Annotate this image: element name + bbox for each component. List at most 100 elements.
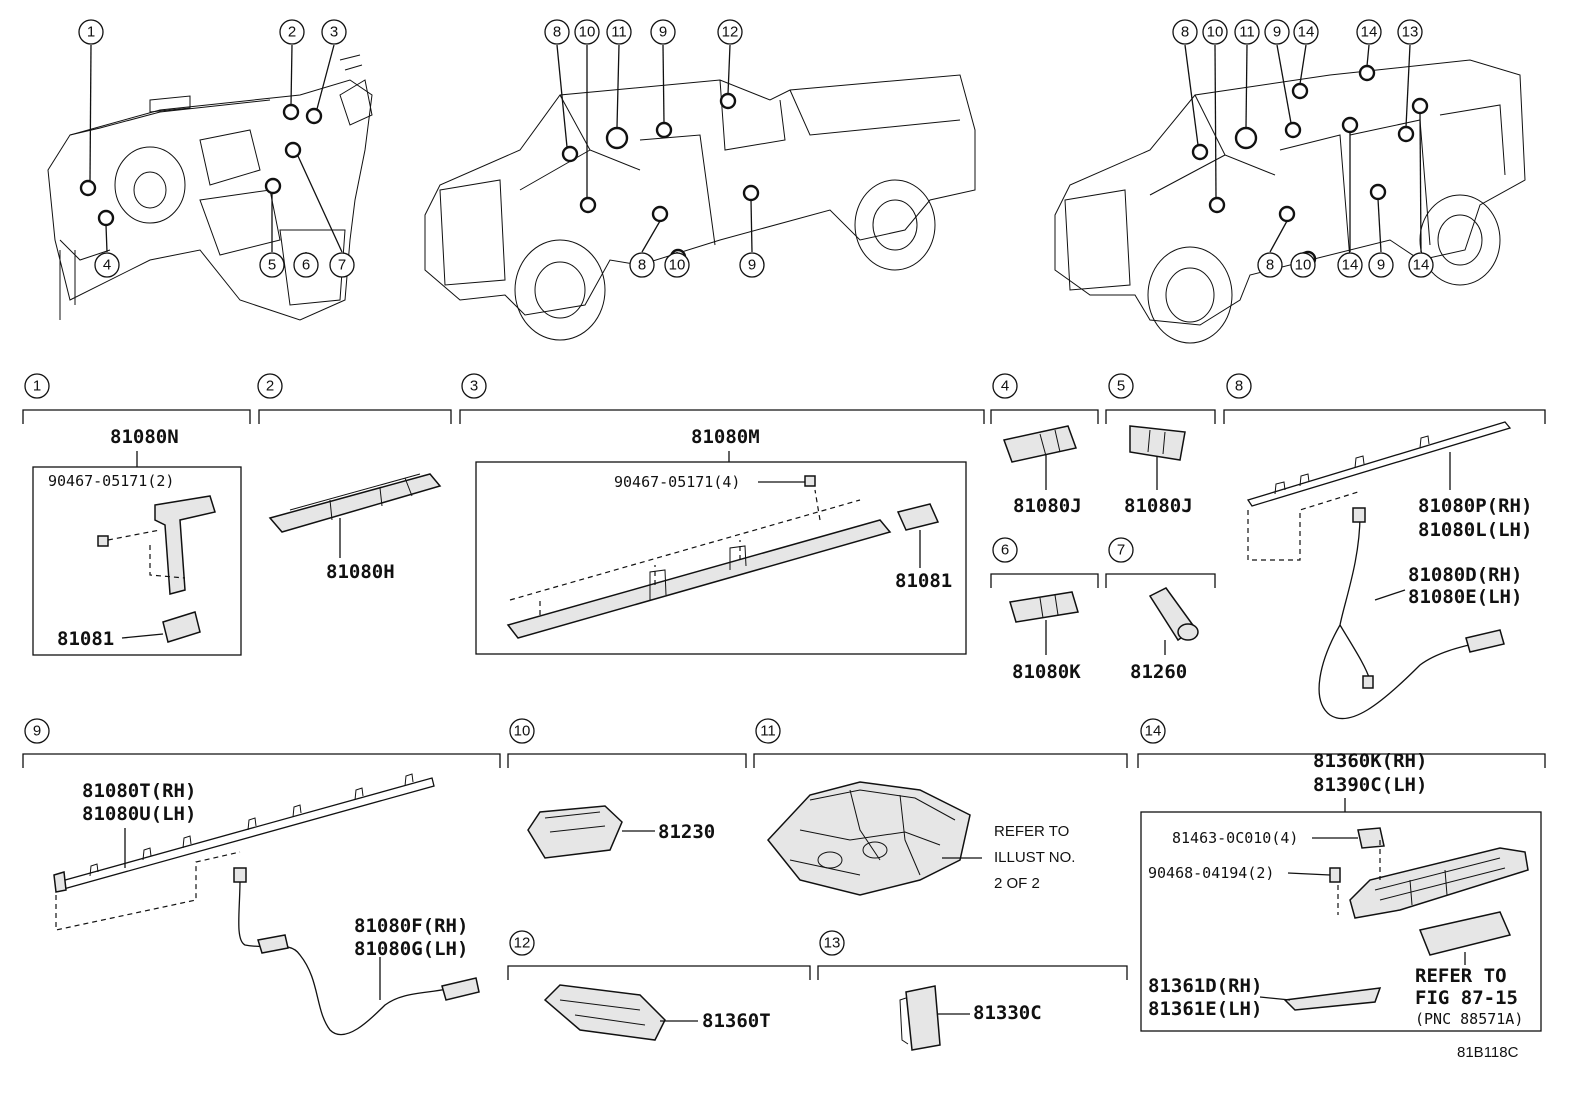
callout-10: 10 <box>574 19 600 45</box>
pickup-truck-overview <box>424 44 976 341</box>
luggage-lamp <box>905 985 941 1051</box>
callout-10: 10 <box>1290 252 1316 278</box>
reference-note-line-1: REFER TO <box>994 823 1069 840</box>
screw-icon <box>804 475 816 487</box>
callout-5: 5 <box>259 252 285 278</box>
section-number: 3 <box>470 378 478 395</box>
part-number-assembly: 81080M <box>691 426 760 448</box>
section-number: 12 <box>514 935 531 952</box>
svg-text:9: 9 <box>659 24 667 41</box>
reference-note-line-2: ILLUST NO. <box>994 849 1075 866</box>
lamp-socket <box>1129 425 1186 461</box>
assembly-part-number-lh: 81390C(LH) <box>1313 774 1427 796</box>
callout-9: 9 <box>739 252 765 278</box>
callout-10: 10 <box>1202 19 1228 45</box>
assembly-box <box>475 461 967 655</box>
section-number: 4 <box>1001 378 1009 395</box>
clip-icon <box>1357 827 1385 849</box>
svg-text:6: 6 <box>302 257 310 274</box>
section-13: 13 81330C <box>817 930 1128 1051</box>
svg-text:13: 13 <box>1402 24 1419 41</box>
callout-9: 9 <box>1264 19 1290 45</box>
section-10: 10 81230 <box>507 718 747 859</box>
wire-harness <box>238 879 466 1036</box>
section-number: 10 <box>514 723 531 740</box>
svg-text:14: 14 <box>1298 24 1315 41</box>
suv-overview <box>1054 44 1526 344</box>
courtesy-lamp <box>527 805 623 859</box>
part-number: 81330C <box>973 1002 1042 1024</box>
wire-part-number-rh: 81080D(RH) <box>1408 564 1522 586</box>
svg-text:11: 11 <box>1239 24 1255 41</box>
vanity-lamp-housing <box>1349 847 1529 919</box>
section-number: 6 <box>1001 542 1009 559</box>
section-14: 14 81360K(RH) 81390C(LH) 81463-0C010(4) … <box>1137 718 1546 1032</box>
section-number: 7 <box>1117 542 1125 559</box>
part-number: 81360T <box>702 1010 771 1032</box>
section-number: 2 <box>266 378 274 395</box>
part-number: 81080H <box>326 561 395 583</box>
section-number: 1 <box>33 378 41 395</box>
reference-line-3: (PNC 88571A) <box>1415 1010 1523 1028</box>
bulb-part-number: 81081 <box>57 628 114 650</box>
svg-text:9: 9 <box>1273 24 1281 41</box>
section-5: 5 81080J <box>1105 373 1216 517</box>
callout-6: 6 <box>293 252 319 278</box>
svg-text:5: 5 <box>268 257 276 274</box>
svg-text:8: 8 <box>1181 24 1189 41</box>
callout-13: 13 <box>1397 19 1423 45</box>
section-8: 8 81080P(RH) 81080L(LH) 81080D(RH) 81080… <box>1223 373 1546 720</box>
callout-8: 8 <box>544 19 570 45</box>
callout-8: 8 <box>1257 252 1283 278</box>
part-number-lh: 81080U(LH) <box>82 803 196 825</box>
svg-text:10: 10 <box>669 257 686 274</box>
svg-text:10: 10 <box>1207 24 1224 41</box>
callout-4: 4 <box>94 252 120 278</box>
section-2: 2 81080H <box>257 373 452 583</box>
screw-part-number: 90467-05171(2) <box>48 472 174 490</box>
part-number-lh: 81080L(LH) <box>1418 519 1532 541</box>
callout-14: 14 <box>1356 19 1382 45</box>
lamp-socket <box>1009 591 1079 623</box>
svg-text:9: 9 <box>1377 257 1385 274</box>
callout-9: 9 <box>1368 252 1394 278</box>
section-12: 12 81360T <box>507 930 811 1041</box>
lamp-housing <box>154 495 216 595</box>
section-number: 5 <box>1117 378 1125 395</box>
section-7: 7 81260 <box>1105 537 1216 683</box>
callout-8: 8 <box>1172 19 1198 45</box>
svg-text:12: 12 <box>722 24 739 41</box>
part-number-rh: 81080P(RH) <box>1418 495 1532 517</box>
section-3: 3 81080M 90467-05171(4) 81081 <box>459 373 985 655</box>
svg-text:3: 3 <box>330 24 338 41</box>
assembly-box <box>1140 811 1542 1032</box>
part-number-assembly: 81080N <box>110 426 179 448</box>
svg-text:8: 8 <box>1266 257 1274 274</box>
callout-11: 11 <box>1234 19 1260 45</box>
callout-11: 11 <box>606 19 632 45</box>
wire-part-number-rh: 81080F(RH) <box>354 915 468 937</box>
callout-7: 7 <box>329 252 355 278</box>
section-number: 14 <box>1145 723 1162 740</box>
wire-harness <box>1318 514 1491 720</box>
assembly-box <box>32 466 242 656</box>
ambient-lamp-strip <box>506 519 892 639</box>
callout-9: 9 <box>650 19 676 45</box>
wire-part-number-lh: 81080E(LH) <box>1408 586 1522 608</box>
svg-text:4: 4 <box>103 257 111 274</box>
top-callouts: 1 2 3 4 5 6 7 8 10 11 9 12 8 10 9 8 10 1… <box>78 19 1434 278</box>
lens-part-number-rh: 81361D(RH) <box>1148 975 1262 997</box>
bulb-socket <box>162 611 201 643</box>
section-6: 6 81080K <box>990 537 1099 683</box>
vanity-lamp-lens-housing <box>1418 911 1512 956</box>
section-1: 1 81080N 90467-05171(2) 81081 <box>22 373 251 656</box>
screw-part-number: 90468-04194(2) <box>1148 864 1274 882</box>
part-number: 81080K <box>1012 661 1081 683</box>
callout-3: 3 <box>321 19 347 45</box>
svg-text:2: 2 <box>288 24 296 41</box>
reference-note-line-3: 2 OF 2 <box>994 875 1040 892</box>
callout-14: 14 <box>1293 19 1319 45</box>
figure-code: 81B118C <box>1457 1044 1519 1061</box>
callout-12: 12 <box>717 19 743 45</box>
